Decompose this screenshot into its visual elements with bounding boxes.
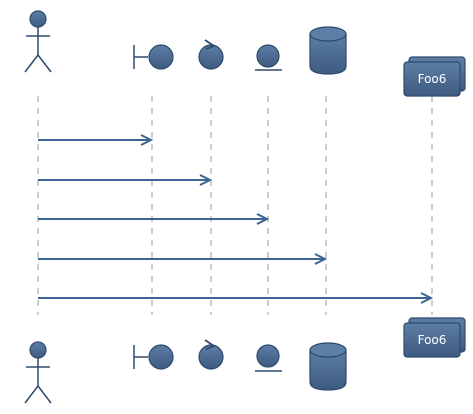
database-icon — [309, 342, 347, 391]
participant-control-top — [198, 39, 224, 70]
actor-icon — [24, 10, 52, 73]
collections-front-box — [403, 61, 461, 97]
control-icon — [198, 339, 224, 370]
participant-collections-top: Foo6 — [403, 56, 466, 97]
participant-entity-bottom — [255, 344, 282, 372]
message-2 — [38, 174, 213, 186]
actor-icon — [24, 341, 52, 404]
messages — [38, 134, 434, 304]
boundary-icon — [133, 344, 174, 370]
message-1 — [38, 134, 154, 146]
participant-collections-bottom: Foo6 — [403, 317, 466, 358]
entity-icon — [255, 44, 282, 71]
participant-actor-top — [24, 10, 52, 73]
message-5 — [38, 292, 434, 304]
participant-database-bottom — [309, 342, 347, 391]
collections-label-top: Foo6 — [418, 72, 447, 86]
collections-front-box — [403, 322, 461, 358]
participant-database-top — [309, 26, 347, 75]
participant-actor-bottom — [24, 341, 52, 404]
control-icon — [198, 39, 224, 70]
collections-label-bottom: Foo6 — [418, 333, 447, 347]
lifelines — [37, 96, 433, 315]
entity-icon — [255, 344, 282, 372]
participant-control-bottom — [198, 339, 224, 370]
boundary-icon — [133, 44, 174, 70]
database-icon — [309, 26, 347, 75]
participant-entity-top — [255, 44, 282, 71]
participant-boundary-bottom — [133, 344, 174, 370]
message-4 — [38, 253, 328, 265]
message-3 — [38, 213, 270, 225]
participant-boundary-top — [133, 44, 174, 70]
